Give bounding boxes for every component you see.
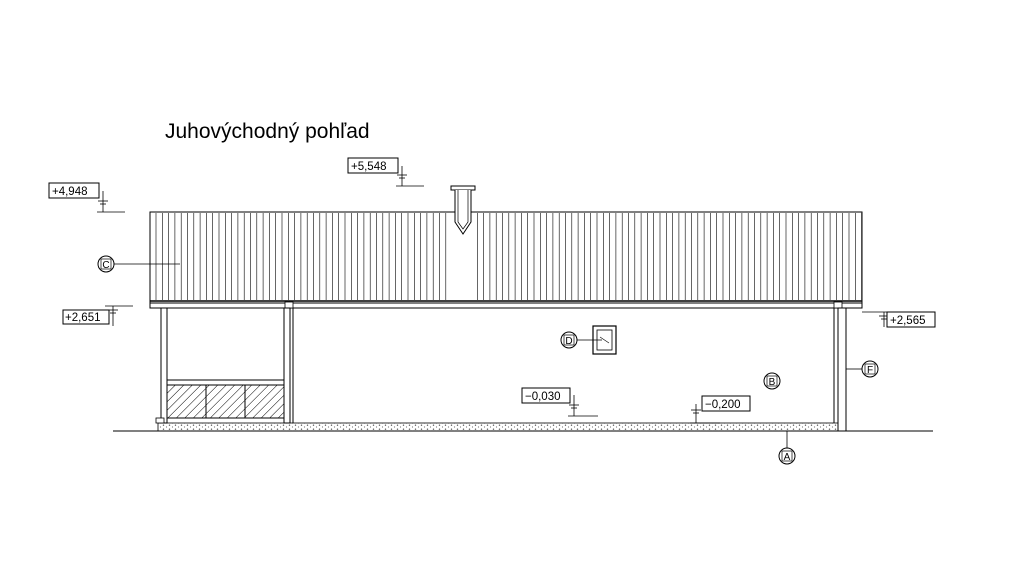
svg-text:−0,030: −0,030 [525,391,561,403]
marker-roofing: C [97,255,180,273]
porch [155,307,291,424]
svg-text:+2,565: +2,565 [890,315,926,327]
svg-text:A: A [784,452,791,463]
svg-text:+5,548: +5,548 [351,161,387,173]
marker-window: D [560,331,602,349]
drawing-title: Juhovýchodný pohľad [165,120,370,143]
svg-text:D: D [565,336,572,347]
right-column [837,307,847,432]
svg-text:B: B [769,377,776,388]
svg-text:−0,200: −0,200 [705,399,741,411]
level-eave-right: +2,565 [862,311,936,328]
level-terrain: −0,200 [690,395,751,424]
gravel-strip [157,422,847,432]
svg-text:C: C [102,260,109,271]
roof [149,211,863,309]
porch-railing [166,384,285,419]
level-roof-ridge: +5,548 [347,157,424,187]
svg-text:F: F [867,365,873,376]
main-wall [292,308,835,423]
svg-text:+2,651: +2,651 [65,312,101,324]
chimney [450,185,476,235]
level-roof-left: +4,948 [48,182,125,213]
level-floor: −0,030 [521,387,598,417]
marker-ground: A [778,431,796,465]
level-eave-left: +2,651 [62,305,133,326]
marker-column: F [846,360,879,378]
roof-seams [155,213,862,300]
svg-text:+4,948: +4,948 [52,186,88,198]
marker-wall: B [763,372,781,390]
